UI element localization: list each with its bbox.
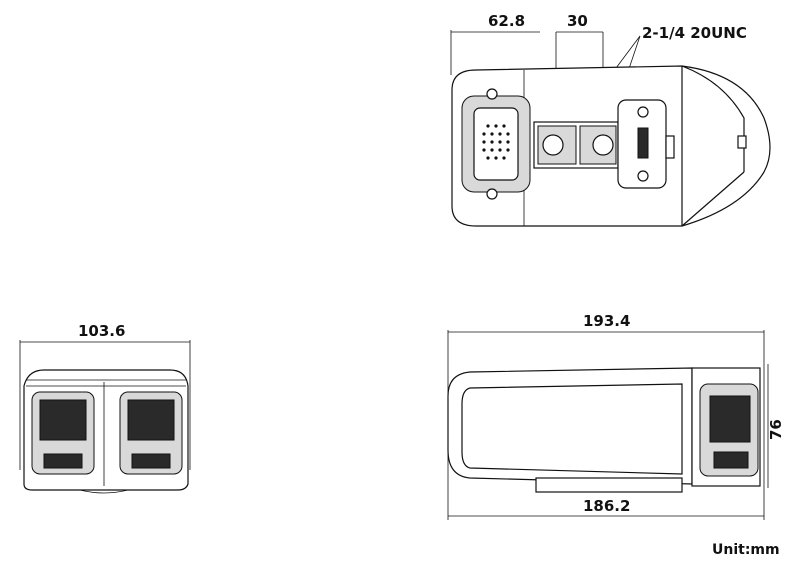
dim-mount-thread: 2-1/4 20UNC [642, 24, 747, 42]
dim-side-base: 186.2 [583, 497, 630, 515]
dim-side-length: 193.4 [583, 312, 630, 330]
grill-dots [482, 124, 510, 160]
dim-front-width: 103.6 [78, 322, 125, 340]
dim-side-height: 76 [767, 419, 785, 440]
dim-top-spacing: 30 [567, 12, 588, 30]
dim-top-offset: 62.8 [488, 12, 525, 30]
mount-hole-right [592, 134, 614, 156]
unit-label: Unit:mm [712, 542, 780, 558]
mount-hole-left [542, 134, 564, 156]
side-view: 193.4 186.2 76 [447, 312, 785, 520]
top-view: 62.8 30 2-1/4 20UNC [450, 12, 771, 227]
front-view: 103.6 [19, 322, 191, 494]
